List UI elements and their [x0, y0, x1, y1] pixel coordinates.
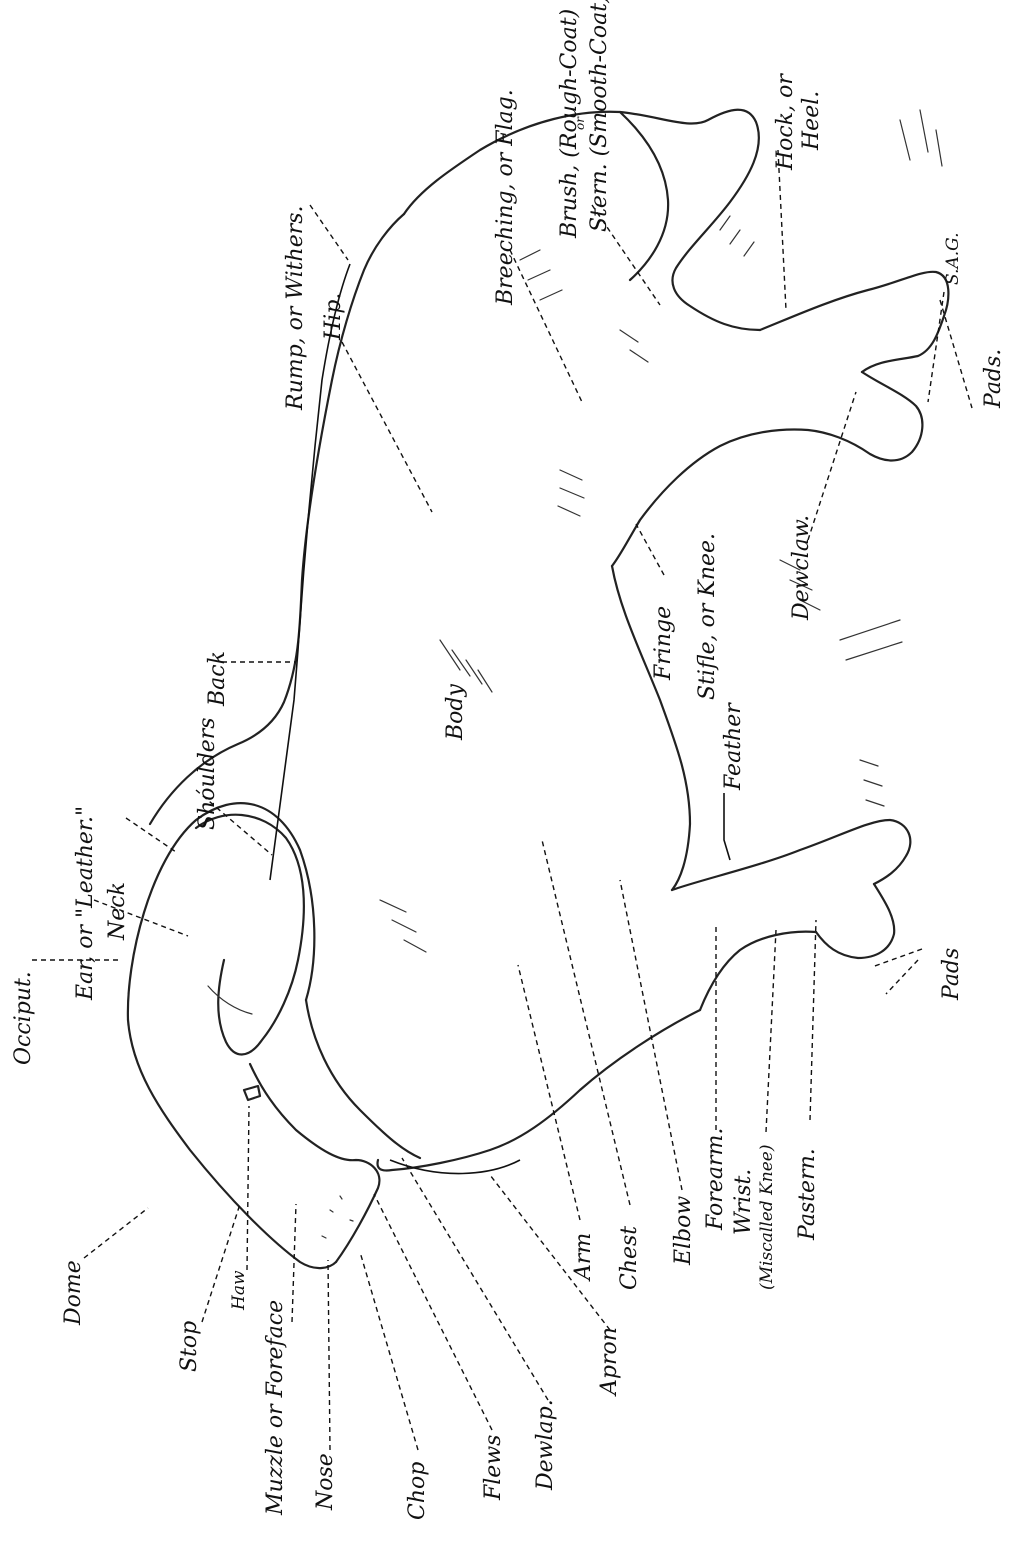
label-nose: Nose [313, 1453, 338, 1511]
label-feather: Feather [721, 702, 746, 791]
label-dome: Dome [61, 1260, 86, 1326]
label-dewclaw: Dewclaw. [789, 515, 814, 621]
label-arm: Arm [571, 1233, 596, 1282]
anatomy-labels: Occiput. Ear, or "Leather." Neck Shoulde… [11, 0, 1006, 1520]
label-back: Back [205, 651, 230, 707]
label-wrist: Wrist. [731, 1169, 756, 1235]
label-stifle: Stifle, or Knee. [695, 533, 720, 700]
label-chop: Chop [405, 1462, 430, 1520]
label-dewlap: Dewlap. [533, 1399, 558, 1491]
label-neck: Neck [105, 882, 130, 941]
label-heel: Heel. [799, 91, 824, 151]
label-rump: Rump, or Withers. [283, 205, 308, 411]
label-pads-fore: Pads [939, 948, 964, 1001]
label-miscalled: (Miscalled Knee) [757, 1145, 777, 1290]
label-hock: Hock, or [773, 73, 798, 171]
signature: S.A.G. [943, 232, 963, 285]
label-chest: Chest [617, 1226, 642, 1290]
label-or: or [573, 116, 587, 130]
label-occiput: Occiput. [11, 971, 36, 1065]
label-stern: Stern. (Smooth-Coat) [587, 0, 612, 232]
label-shoulders: Shoulders [195, 717, 220, 830]
label-breeching: Breeching, or Flag. [493, 89, 518, 306]
label-fringe: Fringe [651, 606, 676, 681]
label-flews: Flews [481, 1435, 506, 1501]
label-hip: Hip. [321, 293, 346, 341]
label-pads-hind: Pads. [981, 349, 1006, 409]
label-elbow: Elbow [671, 1196, 696, 1266]
label-forearm: Forearm. [703, 1128, 728, 1231]
label-haw: Haw [229, 1270, 249, 1311]
dog-outline [128, 110, 949, 1268]
label-muzzle: Muzzle or Foreface [263, 1300, 288, 1516]
label-body: Body [443, 684, 468, 741]
label-ear: Ear, or "Leather." [73, 806, 98, 1001]
label-stop: Stop [177, 1321, 202, 1372]
label-pastern: Pastern. [795, 1148, 820, 1241]
leader-lines [32, 150, 972, 1450]
label-apron: Apron [597, 1327, 622, 1397]
